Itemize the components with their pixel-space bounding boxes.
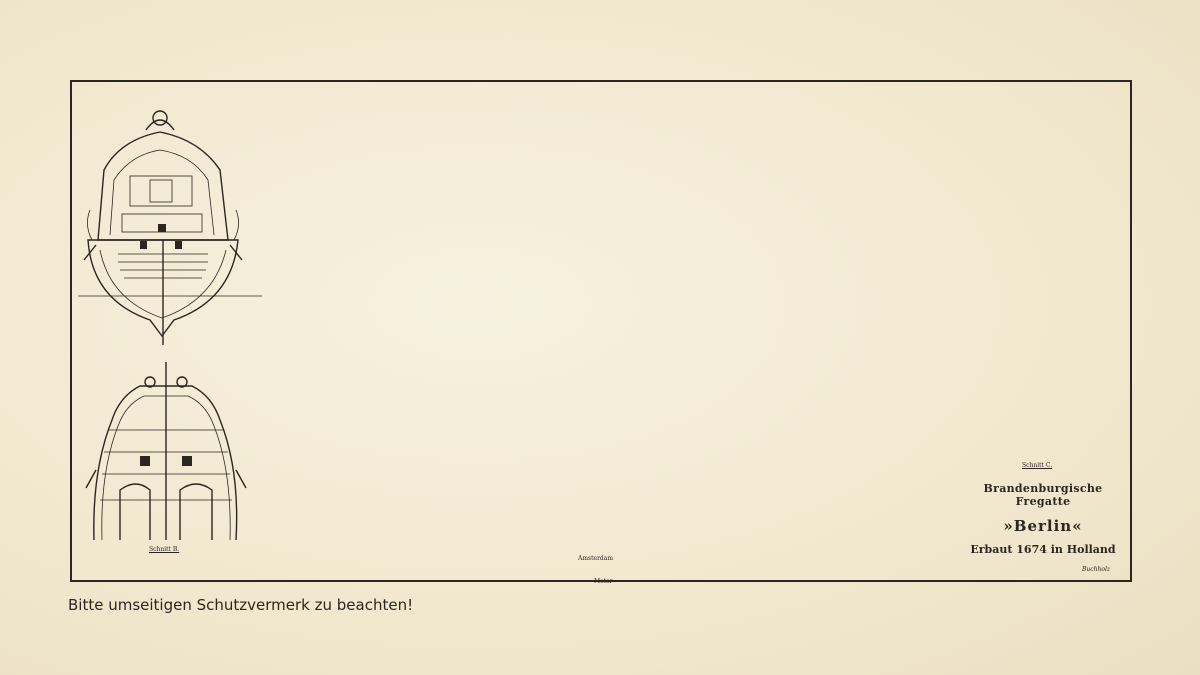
scale-bottom-label: Meter — [594, 578, 613, 585]
plan-title: Brandenburgische Fregatte — [983, 482, 1103, 508]
copyright-note: Bitte umseitigen Schutzvermerk zu beacht… — [68, 596, 414, 614]
ship-name: »Berlin« — [1003, 517, 1083, 535]
bow-view — [78, 110, 262, 345]
title-block: Brandenburgische Fregatte »Berlin« Erbau… — [958, 482, 1128, 556]
section-c-label: Schnitt C. — [1022, 462, 1053, 469]
artist-signature: Buchholz — [1082, 566, 1111, 573]
section-b-label: Schnitt B. — [149, 546, 180, 553]
drawing-frame — [70, 80, 1132, 582]
section-b-view — [85, 362, 247, 541]
build-info: Erbaut 1674 in Holland — [970, 543, 1116, 556]
scale-top-label: Amsterdam — [578, 555, 614, 562]
